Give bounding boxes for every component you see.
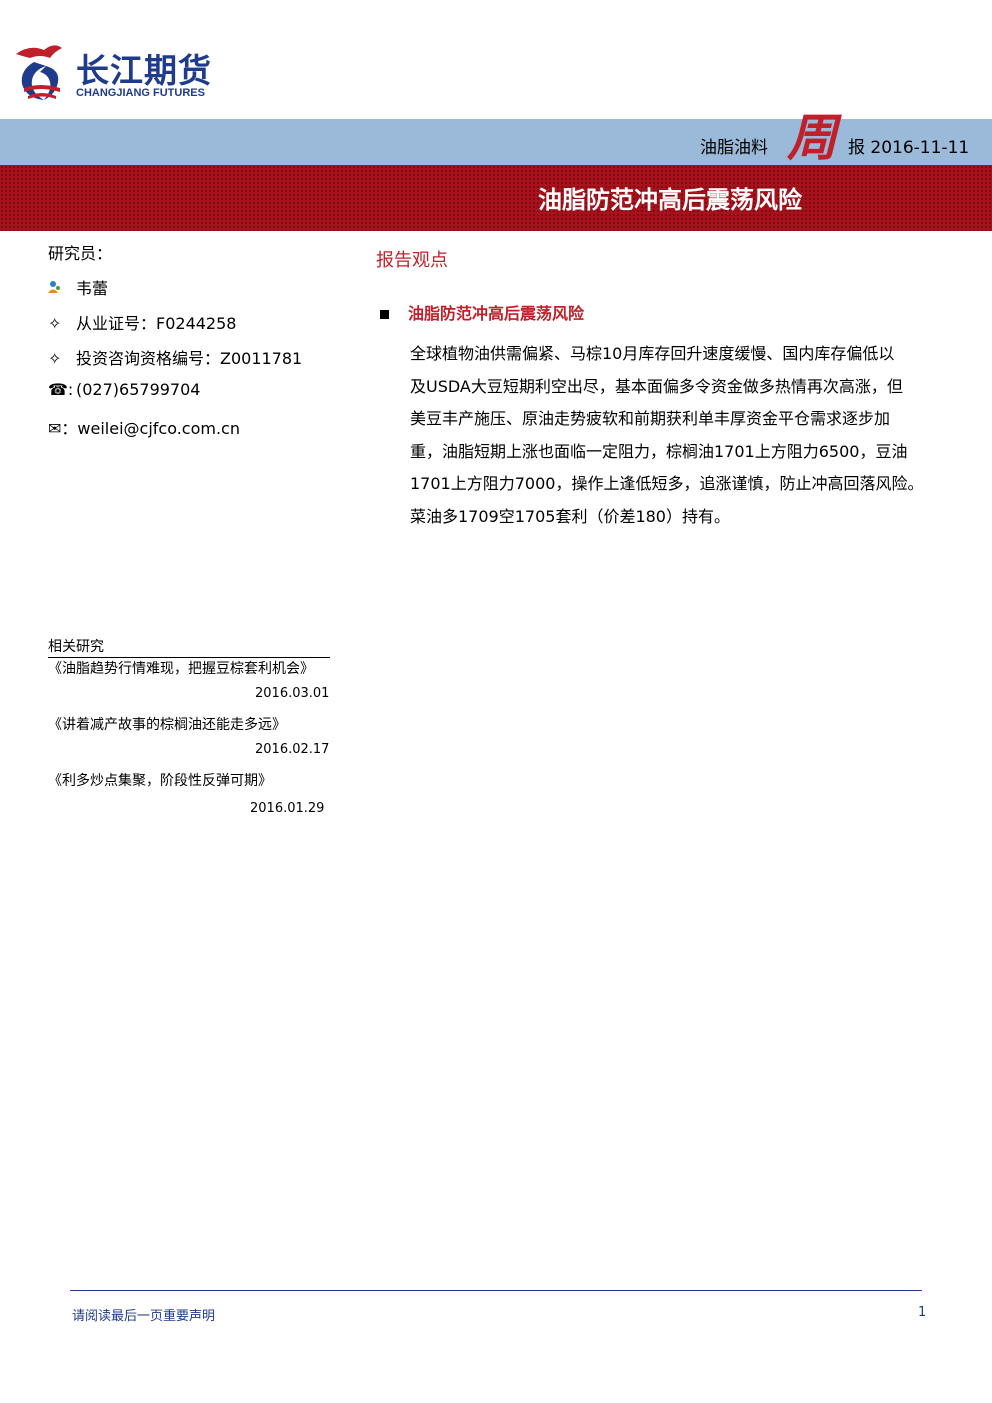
logo-emblem-icon (16, 45, 62, 100)
license-number: 从业证号：F0244258 (76, 314, 237, 333)
related-item-title: 《油脂趋势行情难现，把握豆棕套利机会》 (48, 661, 314, 677)
report-body: 全球植物油供需偏紧、马棕10月库存回升速度缓慢、国内库存偏低以 及USDA大豆短… (410, 338, 950, 533)
researcher-name-row: 韦蕾 (48, 275, 108, 299)
title-banner (0, 165, 992, 231)
related-item-date: 2016.02.17 (255, 742, 330, 757)
related-item-title: 《讲着减产故事的棕榈油还能走多远》 (48, 717, 286, 733)
body-line: 1701上方阻力7000，操作上逢低短多，追涨谨慎，防止冲高回落风险。 (410, 474, 924, 493)
page-number: 1 (918, 1305, 927, 1320)
body-line: 菜油多1709空1705套利（价差180）持有。 (410, 506, 730, 526)
email-address[interactable]: ：weilei@cjfco.com.cn (61, 419, 240, 438)
phone-number: (027)65799704 (76, 380, 201, 399)
envelope-icon: ✉ (48, 419, 62, 438)
square-bullet-icon (380, 310, 389, 319)
phone-row: ☎:(027)65799704 (48, 380, 200, 399)
footer-notice: 请阅读最后一页重要声明 (72, 1309, 216, 1324)
researcher-name: 韦蕾 (76, 279, 109, 298)
weekly-mark: 周 (787, 108, 837, 167)
diamond-bullet-icon: ✧ (48, 349, 62, 368)
bullet-heading-row: 油脂防范冲高后震荡风险 (380, 300, 584, 324)
body-line: 重，油脂短期上涨也面临一定阻力，棕榈油1701上方阻力6500，豆油 (410, 441, 908, 461)
body-line: 全球植物油供需偏紧、马棕10月库存回升速度缓慢、国内库存偏低以 (410, 344, 895, 363)
related-item-date: 2016.01.29 (250, 801, 325, 816)
body-line: 美豆丰产施压、原油走势疲软和前期获利单丰厚资金平仓需求逐步加 (410, 409, 891, 428)
company-logo: 长江期货 CHANGJIANG FUTURES (10, 40, 250, 106)
consult-number: 投资咨询资格编号：Z0011781 (76, 349, 303, 368)
consult-row: ✧ 投资咨询资格编号：Z0011781 (48, 345, 302, 369)
report-category: 油脂油料 (700, 138, 768, 158)
related-research-heading: 相关研究 (48, 636, 330, 658)
researcher-label: 研究员： (48, 244, 113, 263)
diamond-bullet-icon: ✧ (48, 314, 62, 333)
bullet-heading: 油脂防范冲高后震荡风险 (408, 304, 585, 323)
related-item-title: 《利多炒点集聚，阶段性反弹可期》 (48, 773, 272, 789)
license-row: ✧ 从业证号：F0244258 (48, 310, 236, 334)
logo-english-name: CHANGJIANG FUTURES (76, 87, 205, 99)
logo-chinese-name: 长江期货 (76, 51, 212, 90)
related-item-date: 2016.03.01 (255, 686, 330, 701)
report-date: 报 2016-11-11 (848, 138, 970, 158)
person-icon (48, 279, 76, 298)
phone-icon: ☎: (48, 380, 74, 399)
section-heading: 报告观点 (376, 250, 448, 271)
header-bar (0, 119, 992, 165)
footer-divider (70, 1290, 922, 1291)
email-row: ✉：weilei@cjfco.com.cn (48, 415, 240, 439)
body-line: 及USDA大豆短期利空出尽，基本面偏多令资金做多热情再次高涨，但 (410, 376, 903, 396)
report-title: 油脂防范冲高后震荡风险 (538, 186, 802, 214)
